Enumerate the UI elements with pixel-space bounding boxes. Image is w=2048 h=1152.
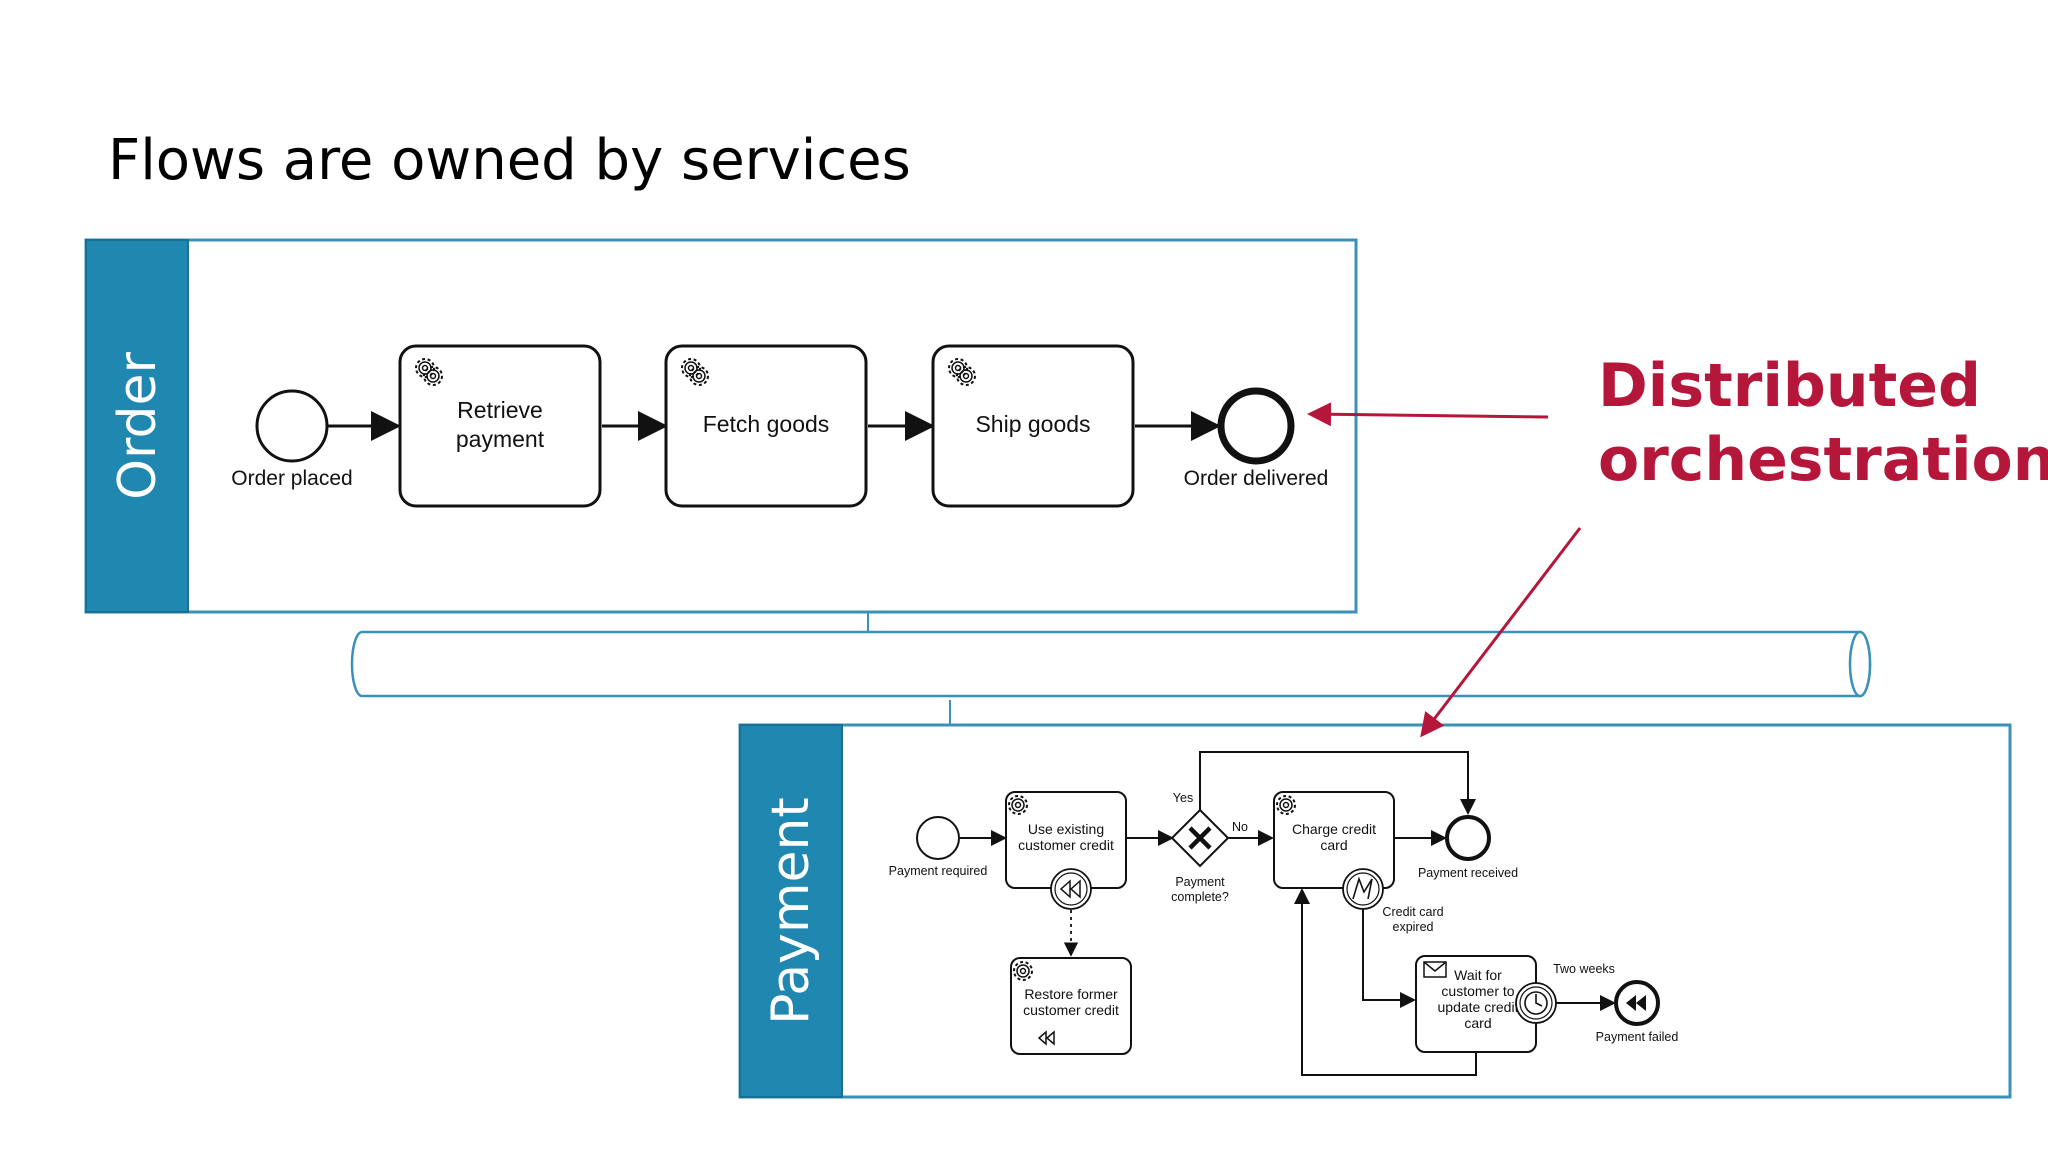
- flow-yes: [1199, 751, 1476, 815]
- x-gateway-icon: [1188, 826, 1212, 850]
- payment-lane-header: [739, 724, 843, 1098]
- payment-start-label: Payment required: [889, 864, 988, 878]
- order-start-event[interactable]: [255, 389, 329, 463]
- gateway-no-label: No: [1232, 820, 1248, 834]
- flow-error: [1362, 909, 1416, 1008]
- envelope-icon: [1423, 961, 1447, 978]
- order-lane-header: [85, 239, 189, 613]
- order-end-event[interactable]: [1217, 387, 1295, 465]
- callout-arrow-payment: [1420, 527, 1582, 738]
- event-bus: [350, 630, 1872, 698]
- rewind-icon: [1050, 868, 1092, 910]
- callout: Distributed orchestration: [1307, 351, 2048, 738]
- order-start-label: Order placed: [231, 467, 352, 490]
- task-fetch-goods[interactable]: Fetch goods: [664, 344, 868, 508]
- order-end-label: Order delivered: [1184, 467, 1329, 490]
- task-fetch-goods-label: Fetch goods: [703, 411, 830, 437]
- flow-retry: [1294, 888, 1477, 1076]
- callout-line-2: orchestration: [1598, 425, 2048, 495]
- task-ship-goods[interactable]: Ship goods: [931, 344, 1135, 508]
- lightning-icon: [1342, 868, 1384, 910]
- clock-icon[interactable]: [1515, 982, 1557, 1024]
- callout-arrow-order: [1307, 402, 1549, 427]
- rewind-icon: [1037, 1030, 1055, 1046]
- callout-line-1: Distributed: [1598, 351, 1981, 421]
- gateway-yes-label: Yes: [1173, 791, 1193, 805]
- task-ship-goods-label: Ship goods: [975, 411, 1090, 437]
- order-lane-label: Order: [108, 351, 168, 499]
- end-payment-failed[interactable]: [1614, 980, 1660, 1026]
- gateway-payment-complete[interactable]: [1170, 808, 1230, 868]
- end-failed-label: Payment failed: [1596, 1030, 1679, 1044]
- payment-start-event[interactable]: [916, 816, 960, 860]
- end-received-label: Payment received: [1418, 866, 1518, 880]
- payment-lane-border: [738, 723, 2012, 1099]
- rewind-icon: [1626, 995, 1646, 1011]
- timer-label: Two weeks: [1553, 962, 1615, 976]
- payment-lane-label: Payment: [761, 797, 821, 1025]
- slide-title: Flows are owned by services: [108, 128, 911, 193]
- end-payment-received[interactable]: [1445, 815, 1491, 861]
